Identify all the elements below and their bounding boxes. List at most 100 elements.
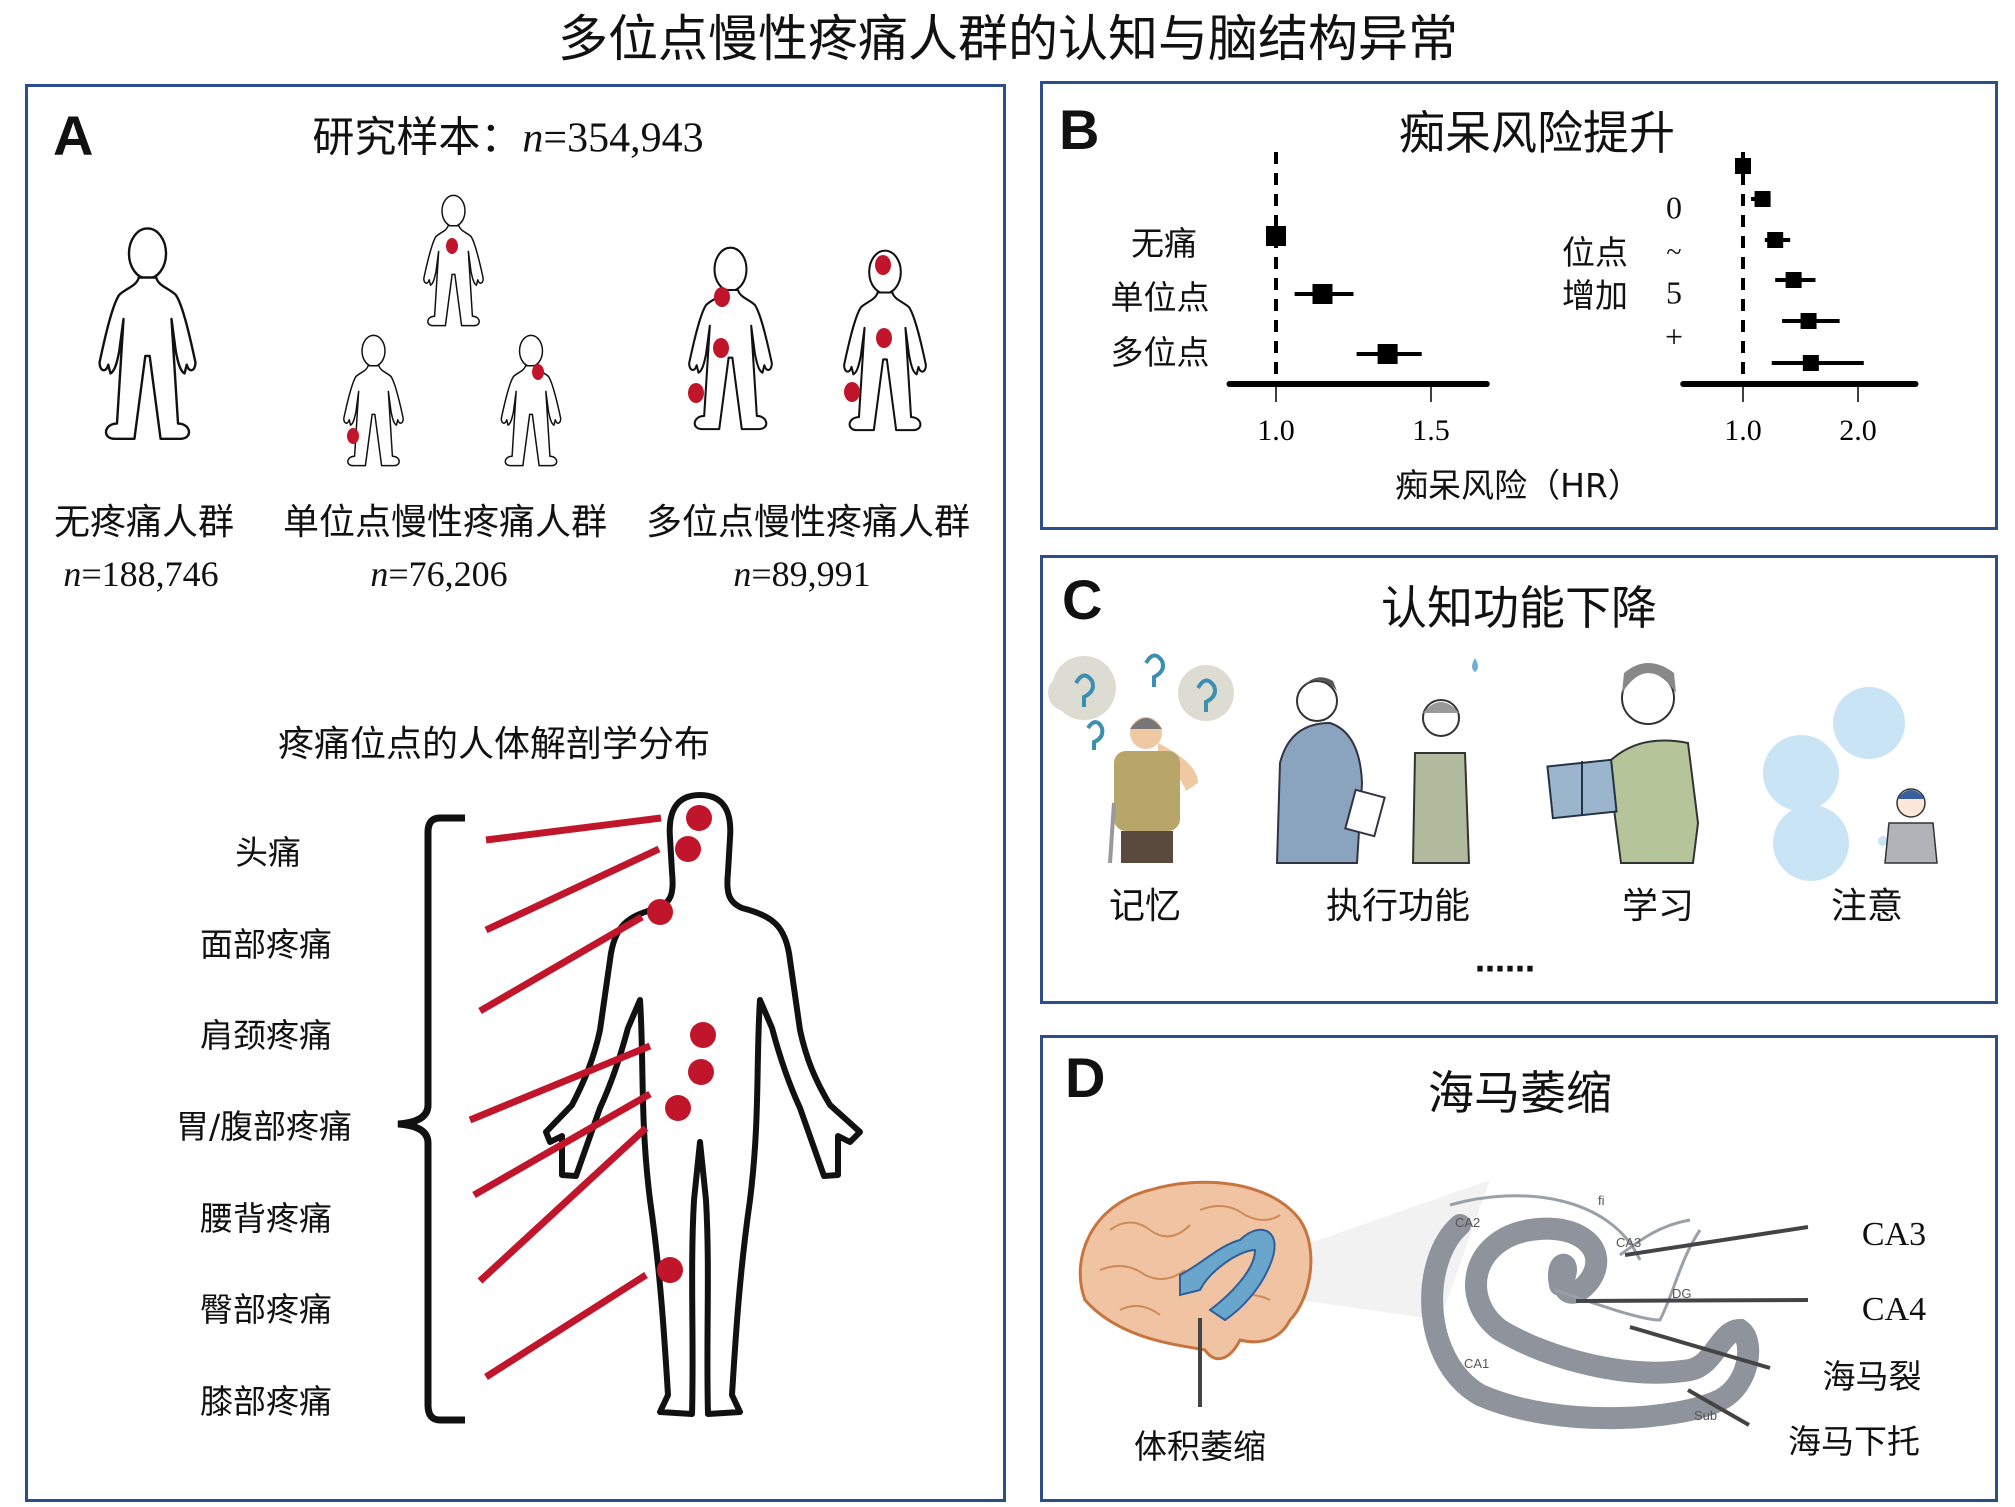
pain-dot xyxy=(844,382,860,402)
anatomy-title: 疼痛位点的人体解剖学分布 xyxy=(277,724,711,765)
head xyxy=(1296,680,1338,722)
hippocampus-highlight xyxy=(1179,1228,1276,1322)
group-n-multi-site: n=89,991 xyxy=(733,553,870,595)
executive-function-illustration xyxy=(1275,658,1478,864)
n-prefix: n xyxy=(733,554,752,594)
question-mark-icon xyxy=(1074,673,1095,707)
single-site-figure-shoulder xyxy=(500,334,562,467)
subfield-label-ca4: CA4 xyxy=(1861,1291,1927,1328)
panel-c-title: 认知功能下降 xyxy=(1381,581,1657,635)
group-n-single-site: n=76,206 xyxy=(370,553,507,595)
group-label-single-site: 单位点慢性疼痛人群 xyxy=(282,502,608,543)
panel-a xyxy=(25,84,1006,1502)
hr-point-3 xyxy=(1785,272,1802,288)
forest-category-label: 多位点 xyxy=(1110,333,1210,372)
n-value: =89,991 xyxy=(751,554,871,594)
cognitive-domain-executive: 执行功能 xyxy=(1325,886,1471,927)
panel-c-letter: C xyxy=(1062,568,1103,631)
subfield-label-subiculum: 海马下托 xyxy=(1788,1422,1920,1461)
pain-dot xyxy=(713,338,729,358)
pain-leader-line xyxy=(484,845,661,934)
subfield-label-ca3: CA3 xyxy=(1861,1216,1927,1253)
memory-illustration xyxy=(1048,653,1234,864)
sweat-drop-icon xyxy=(1472,658,1478,672)
pain-dot xyxy=(532,364,544,380)
suit xyxy=(1884,822,1938,864)
pain-dot-neck-shoulder xyxy=(647,899,673,925)
sample-n-value: =354,943 xyxy=(543,115,704,162)
panel-b-letter: B xyxy=(1059,98,1100,161)
cognitive-domain-memory: 记忆 xyxy=(1108,886,1182,927)
hr-point-1 xyxy=(1754,191,1771,207)
panel-d-title: 海马萎缩 xyxy=(1428,1066,1612,1120)
n-value: =188,746 xyxy=(81,554,219,594)
main-title: 多位点慢性疼痛人群的认知与脑结构异常 xyxy=(558,10,1458,68)
site-increase-label-1: 位点 xyxy=(1562,233,1628,272)
diagram-label-ca2: CA2 xyxy=(1455,1215,1480,1230)
pain-dot xyxy=(347,428,359,444)
pain-site-label: 胃/腹部疼痛 xyxy=(175,1107,353,1146)
group-label-no-pain: 无疼痛人群 xyxy=(53,502,235,543)
pain-dot-stomach xyxy=(690,1022,716,1048)
hr-point-0 xyxy=(1735,158,1751,174)
n-value: =76,206 xyxy=(388,554,508,594)
thought-cloud-icon xyxy=(1773,805,1849,881)
question-mark-icon xyxy=(1144,653,1165,687)
body-outline xyxy=(543,792,863,1417)
question-mark-icon xyxy=(1196,678,1217,712)
hr-point-4 xyxy=(1800,313,1817,329)
panel-d-letter: D xyxy=(1065,1046,1106,1109)
diagram-label-fi: fi xyxy=(1598,1193,1605,1208)
pain-site-label: 头痛 xyxy=(235,833,301,872)
site-range-label: ~ xyxy=(1666,237,1682,268)
single-site-figure-chest xyxy=(422,194,485,327)
forest-category-label: 无痛 xyxy=(1131,224,1197,263)
hr-point-单位点 xyxy=(1312,284,1333,304)
cognitive-domain-learning: 学习 xyxy=(1621,886,1695,927)
pain-dot xyxy=(688,383,704,403)
group-n-no-pain: n=188,746 xyxy=(63,553,218,595)
site-range-label: 5 xyxy=(1666,274,1682,311)
trousers xyxy=(1121,831,1173,863)
n-prefix: n xyxy=(63,554,82,594)
learning-illustration xyxy=(1546,663,1700,864)
site-range-label: 0 xyxy=(1666,189,1682,226)
pain-leader-line xyxy=(477,1125,649,1284)
panel-c xyxy=(1040,555,1998,1004)
shirt xyxy=(1606,739,1700,864)
site-range-label: + xyxy=(1664,318,1684,355)
pain-dot xyxy=(875,255,891,275)
single-site-figure-knee xyxy=(342,334,405,467)
ellipsis: …… xyxy=(1475,944,1535,980)
volume-atrophy-label: 体积萎缩 xyxy=(1134,1427,1266,1466)
pain-site-label: 面部疼痛 xyxy=(200,925,332,964)
attention-illustration xyxy=(1763,687,1938,881)
cognitive-domain-attention: 注意 xyxy=(1830,886,1904,927)
vest xyxy=(1411,752,1471,864)
jacket xyxy=(1275,721,1364,864)
diagram-label-dg: DG xyxy=(1672,1286,1692,1301)
pain-dot-hip xyxy=(665,1095,691,1121)
forest-category-label: 单位点 xyxy=(1110,278,1210,317)
subfield-label-fissure: 海马裂 xyxy=(1822,1357,1922,1396)
pain-dot-back xyxy=(688,1059,714,1085)
pain-leader-line xyxy=(485,814,662,844)
panel-b-title: 痴呆风险提升 xyxy=(1399,106,1675,160)
multi-site-figure-2 xyxy=(842,249,928,432)
pain-leader-line xyxy=(484,1272,648,1380)
clipboard-icon xyxy=(1344,788,1386,838)
ca3-leader-line xyxy=(1624,1225,1809,1257)
hippocampus-cross-section xyxy=(1421,1214,1760,1430)
diagram-label-sub: Sub xyxy=(1694,1408,1717,1423)
x-tick-label: 1.0 xyxy=(1724,414,1762,447)
sample-label: 研究样本： xyxy=(312,112,523,162)
x-tick-label: 1.5 xyxy=(1412,414,1450,447)
panel-b xyxy=(1040,81,1998,530)
x-tick-label: 1.0 xyxy=(1257,414,1295,447)
site-increase-label-2: 增加 xyxy=(1562,276,1628,315)
hr-point-无痛 xyxy=(1266,226,1286,246)
thought-cloud-icon xyxy=(1178,665,1234,721)
group-label-multi-site: 多位点慢性疼痛人群 xyxy=(645,502,971,543)
